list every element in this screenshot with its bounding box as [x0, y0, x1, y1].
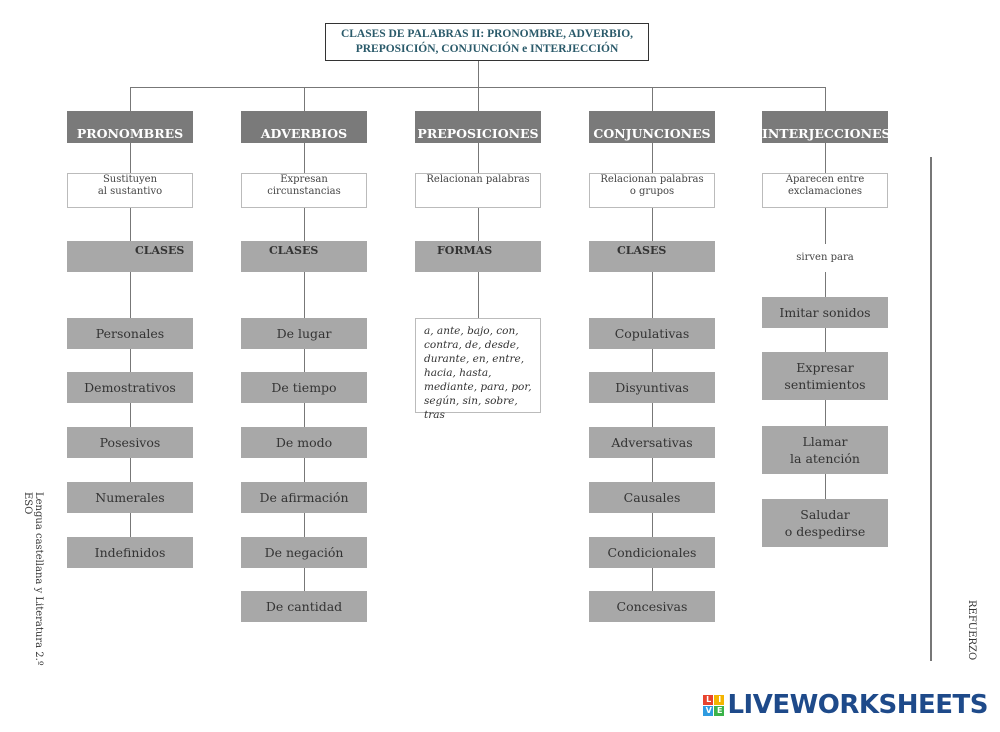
list-item: Adversativas: [589, 427, 715, 458]
logo-letter: E: [714, 705, 725, 716]
subheading: FORMAS: [415, 241, 541, 272]
connector-line: [130, 87, 131, 537]
connector-line: [825, 87, 826, 499]
list-item: Expresar sentimientos: [762, 352, 888, 400]
title-line-1: CLASES DE PALABRAS II: PRONOMBRE, ADVERB…: [340, 28, 634, 40]
list-item: De lugar: [241, 318, 367, 349]
subheading: CLASES: [241, 241, 367, 272]
subheading: CLASES: [589, 241, 715, 272]
list-item: Saludar o despedirse: [762, 499, 888, 547]
subheading: CLASES: [67, 241, 193, 272]
map-title: CLASES DE PALABRAS II: PRONOMBRE, ADVERB…: [325, 23, 649, 61]
column-header: INTERJECCIONES: [762, 111, 891, 143]
logo-letter: V: [703, 705, 714, 716]
logo-text: LIVEWORKSHEETS: [727, 690, 988, 720]
column-header: PRONOMBRES: [67, 111, 193, 143]
divider-line: [930, 157, 932, 661]
list-item: De cantidad: [241, 591, 367, 622]
preposition-list: a, ante, bajo, con, contra, de, desde, d…: [415, 318, 541, 421]
list-item: De afirmación: [241, 482, 367, 513]
list-item: Disyuntivas: [589, 372, 715, 403]
list-item: Llamar la atención: [762, 426, 888, 474]
list-item: Personales: [67, 318, 193, 349]
list-item: De modo: [241, 427, 367, 458]
list-item: De tiempo: [241, 372, 367, 403]
list-item: De negación: [241, 537, 367, 568]
column-description: Relacionan palabras: [415, 173, 541, 208]
column-description: Relacionan palabras o grupos: [589, 173, 715, 208]
list-item: Condicionales: [589, 537, 715, 568]
column-description: Aparecen entre exclamaciones: [762, 173, 888, 208]
logo-letter: L: [703, 694, 714, 705]
list-item: Copulativas: [589, 318, 715, 349]
list-item: Posesivos: [67, 427, 193, 458]
title-line-2: PREPOSICIÓN, CONJUNCIÓN e INTERJECCIÓN: [355, 43, 619, 55]
side-label-right: REFUERZO: [966, 600, 977, 661]
list-item: Demostrativos: [67, 372, 193, 403]
list-item: Indefinidos: [67, 537, 193, 568]
list-item: Causales: [589, 482, 715, 513]
logo-letter: I: [714, 694, 725, 705]
list-item: Numerales: [67, 482, 193, 513]
column-header: PREPOSICIONES: [415, 111, 541, 143]
subheading: sirven para: [762, 244, 888, 272]
list-item: Concesivas: [589, 591, 715, 622]
column-header: CONJUNCIONES: [589, 111, 715, 143]
connector-line: [478, 60, 479, 87]
column-description: Sustituyen al sustantivo: [67, 173, 193, 208]
column-description: Expresan circunstancias: [241, 173, 367, 208]
side-label-left: Lengua castellana y Literatura 2.º ESO: [22, 492, 44, 666]
column-header: ADVERBIOS: [241, 111, 367, 143]
list-item: Imitar sonidos: [762, 297, 888, 328]
